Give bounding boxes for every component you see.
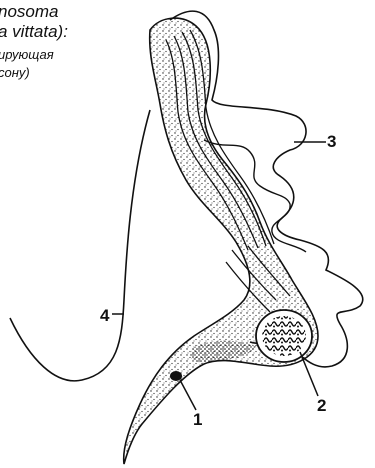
caption-line-2: a vittata): [0, 22, 68, 42]
kinetoplast [170, 371, 182, 381]
label-4: 4 [100, 306, 109, 326]
label-2: 2 [317, 396, 326, 416]
nucleus-chromatin [262, 316, 306, 356]
caption-line-4: сону) [0, 65, 30, 80]
caption-line-1: nosoma [0, 2, 58, 22]
caption-line-3: ирующая [0, 47, 54, 62]
label-1: 1 [193, 410, 202, 430]
label-3: 3 [327, 132, 336, 152]
free-flagellum [10, 110, 150, 381]
